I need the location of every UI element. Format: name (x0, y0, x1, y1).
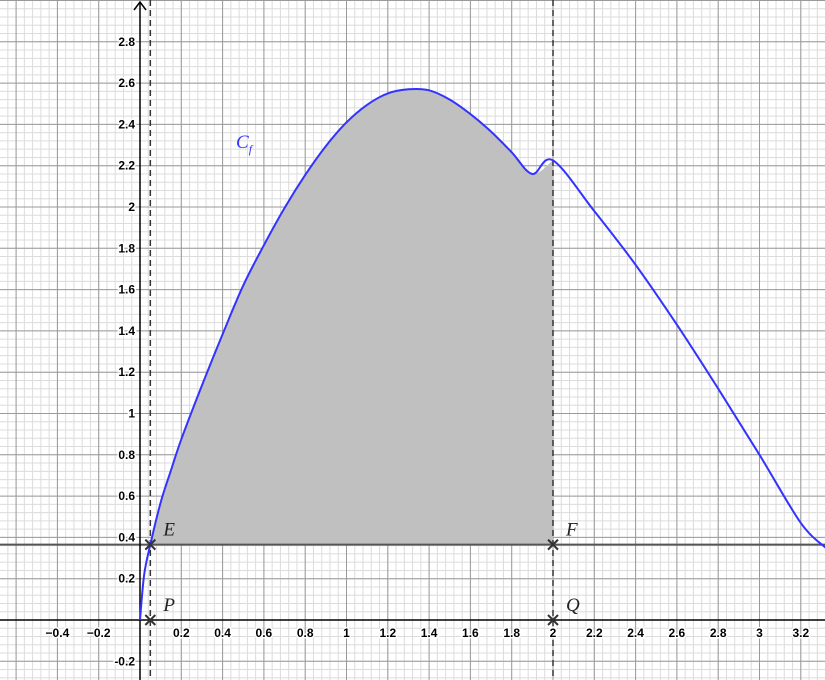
x-tick-label: 2.8 (710, 626, 727, 640)
x-tick-label: 1.4 (421, 626, 438, 640)
y-tick-label: -0.2 (114, 654, 135, 668)
points-layer: E F P Q (144, 520, 580, 626)
point-marker-E (144, 538, 157, 551)
x-tick-label: 2.2 (586, 626, 603, 640)
curve-label-main: C (236, 132, 249, 153)
point-P: P (144, 595, 175, 626)
x-tick-label: 0.6 (256, 626, 273, 640)
y-tick-label: 2.8 (118, 35, 135, 49)
tick-labels-layer: −0.4 −0.2 0.2 0.4 0.6 0.8 1 1.2 1.4 1.6 1.8 2 2.2 2.4… (44, 33, 811, 669)
x-tick-label: 0.8 (297, 626, 314, 640)
x-tick-label: 0.2 (173, 626, 190, 640)
point-Q: Q (547, 595, 580, 626)
x-tick-label: 0.4 (214, 626, 231, 640)
x-tick-label: 1 (343, 626, 350, 640)
y-tick-label: 2 (128, 200, 135, 214)
y-tick-label: 1.6 (118, 283, 135, 297)
shaded-area-layer (150, 88, 553, 545)
point-marker-Q (547, 614, 559, 626)
x-tick-label: 2.6 (669, 626, 686, 640)
point-label-P: P (162, 595, 175, 616)
y-tick-label: 2.6 (118, 76, 135, 90)
x-tick-label: 1.8 (503, 626, 520, 640)
y-tick-label: 2.2 (118, 159, 135, 173)
y-tick-label: 0.8 (118, 448, 135, 462)
point-E: E (144, 520, 175, 551)
y-axis-arrow (133, 0, 147, 11)
y-tick-label: 0.2 (118, 572, 135, 586)
x-tick-label: 1.6 (462, 626, 479, 640)
point-label-Q: Q (566, 595, 580, 616)
x-tick-label: 3.2 (792, 626, 809, 640)
point-label-E: E (162, 520, 175, 541)
y-tick-label: 0.6 (118, 489, 135, 503)
x-tick-label: 2.4 (627, 626, 644, 640)
curve-Cf (139, 87, 825, 621)
curve-layer (139, 87, 825, 621)
x-tick-label: −0.2 (87, 626, 111, 640)
x-tick-label: 1.2 (379, 626, 396, 640)
point-F: F (547, 520, 578, 551)
curve-label-subscript: f (249, 142, 254, 156)
y-tick-label: 1 (128, 407, 135, 421)
y-tick-label: 1.8 (118, 241, 135, 255)
shaded-region (150, 88, 553, 545)
y-tick-label: 1.2 (118, 365, 135, 379)
point-marker-P (144, 614, 157, 626)
x-tick-label: 2 (550, 626, 557, 640)
y-tick-label: 1.4 (118, 324, 135, 338)
x-tick-label: 3 (756, 626, 763, 640)
curve-label: Cf (236, 132, 254, 156)
y-tick-label: 0.4 (118, 530, 135, 544)
point-label-F: F (565, 520, 578, 541)
y-tick-label: 2.4 (118, 117, 135, 131)
point-marker-F (547, 538, 559, 551)
x-tick-label: −0.4 (46, 626, 70, 640)
